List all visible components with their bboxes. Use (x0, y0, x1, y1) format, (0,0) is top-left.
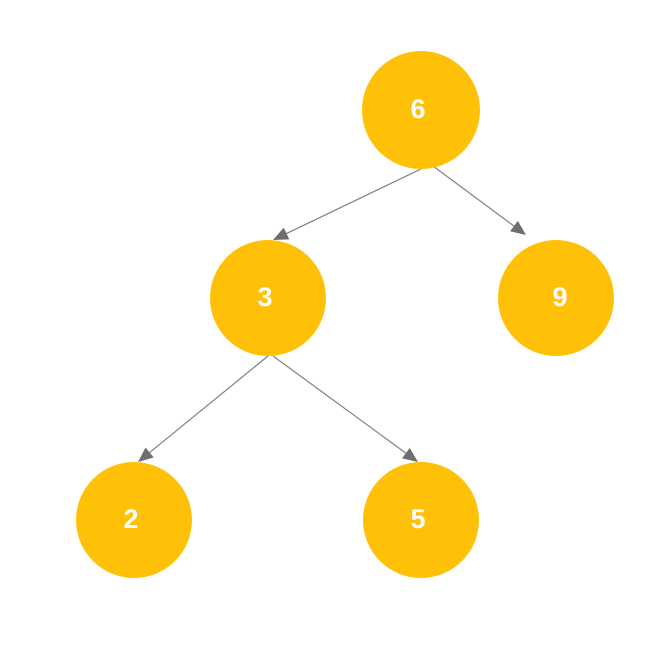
tree-edge (138, 355, 269, 462)
node-label: 9 (552, 282, 567, 312)
node-label: 2 (123, 504, 138, 534)
node-circle[interactable] (498, 240, 614, 356)
edge-arrowhead-icon (510, 220, 526, 235)
tree-edge (432, 165, 526, 235)
edge-line (146, 355, 269, 455)
nodes-layer: 6 3 9 2 5 (76, 51, 614, 578)
edge-arrowhead-icon (402, 447, 418, 462)
node-circle[interactable] (76, 462, 192, 578)
edges-layer (138, 165, 526, 462)
tree-node-9[interactable]: 9 (498, 240, 614, 356)
tree-node-2[interactable]: 2 (76, 462, 192, 578)
edge-line (272, 355, 409, 456)
node-circle[interactable] (210, 240, 326, 356)
node-label: 6 (410, 94, 425, 124)
node-label: 3 (257, 282, 272, 312)
tree-node-5[interactable]: 5 (363, 462, 479, 578)
edge-line (432, 165, 517, 229)
edge-arrowhead-icon (273, 227, 290, 240)
node-circle[interactable] (363, 462, 479, 578)
tree-node-3[interactable]: 3 (210, 240, 326, 356)
tree-edge (272, 355, 418, 462)
tree-node-6[interactable]: 6 (362, 51, 480, 169)
node-label: 5 (410, 504, 425, 534)
edge-line (283, 168, 422, 236)
node-circle[interactable] (362, 51, 480, 169)
tree-edge (273, 168, 422, 240)
edge-arrowhead-icon (138, 447, 154, 462)
